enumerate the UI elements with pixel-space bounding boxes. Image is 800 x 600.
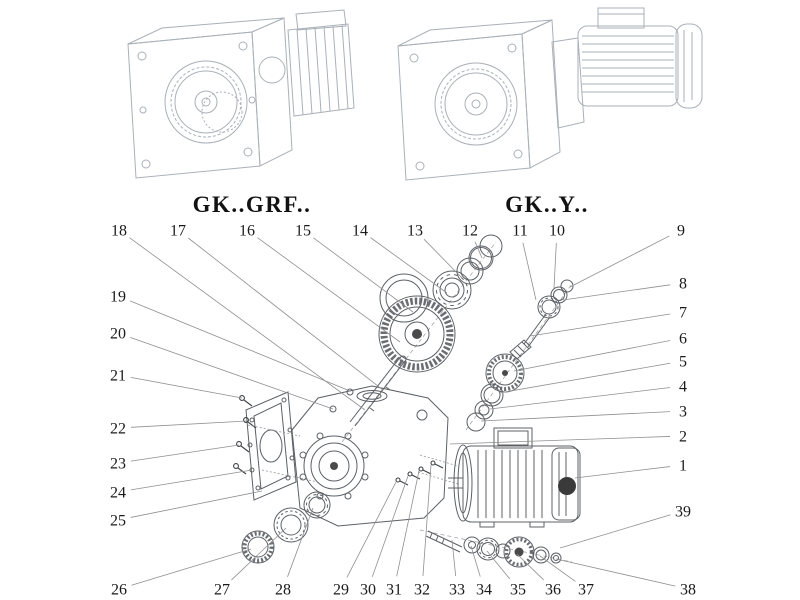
part-number-10: 10 (549, 223, 565, 240)
leader-line-8 (562, 284, 671, 301)
part-number-15: 15 (295, 223, 311, 240)
bevel-pinion-stack (509, 279, 574, 360)
leader-line-26 (131, 548, 252, 586)
part-number-36: 36 (545, 582, 561, 599)
part-number-2: 2 (679, 429, 687, 446)
gear-housing (291, 385, 449, 527)
leader-line-34 (470, 545, 481, 577)
part-number-23: 23 (110, 456, 126, 473)
part-number-4: 4 (679, 379, 687, 396)
variant-label-right: GK..Y.. (505, 192, 589, 217)
part-number-7: 7 (679, 305, 687, 322)
part-number-37: 37 (578, 582, 594, 599)
part-number-6: 6 (679, 331, 687, 348)
part-number-17: 17 (170, 223, 186, 240)
variant-label-left: GK..GRF.. (193, 192, 312, 217)
leader-line-9 (569, 235, 670, 288)
leader-line-14 (370, 237, 448, 294)
part-number-11: 11 (512, 223, 527, 240)
leader-lines (129, 235, 676, 587)
leader-line-28 (287, 507, 314, 577)
part-number-1: 1 (679, 458, 687, 475)
assembled-unit-gky-drawing (397, 7, 703, 181)
part-number-9: 9 (677, 223, 685, 240)
leader-line-7 (529, 313, 671, 337)
leader-line-35 (486, 550, 511, 580)
leader-line-13 (423, 239, 463, 279)
part-number-20: 20 (110, 326, 126, 343)
part-number-18: 18 (111, 223, 127, 240)
part-number-8: 8 (679, 276, 687, 293)
leader-line-24 (130, 469, 253, 491)
leader-line-10 (553, 242, 557, 289)
leader-line-15 (313, 237, 414, 313)
assembly-axis-lines (341, 241, 573, 563)
leader-line-38 (555, 558, 676, 587)
part-number-25: 25 (110, 513, 126, 530)
intermediate-gear-stack (466, 353, 525, 432)
leader-line-19 (129, 300, 351, 392)
leader-line-22 (130, 420, 248, 428)
part-number-31: 31 (386, 582, 402, 599)
mounting-bolts (395, 454, 459, 486)
leader-line-31 (396, 470, 420, 577)
output-gear-stack (378, 234, 503, 373)
leader-line-29 (346, 481, 397, 578)
leader-line-30 (371, 475, 409, 577)
flange-plate (245, 391, 297, 501)
part-number-3: 3 (679, 404, 687, 421)
leader-line-16 (257, 237, 401, 343)
leader-line-17 (188, 237, 384, 391)
part-number-22: 22 (110, 421, 126, 438)
part-number-39: 39 (675, 504, 691, 521)
leader-line-27 (231, 527, 287, 581)
leader-line-18 (129, 237, 366, 411)
leader-line-36 (516, 553, 544, 581)
motor (448, 427, 581, 528)
leader-line-21 (130, 376, 243, 399)
part-number-12: 12 (462, 223, 478, 240)
part-number-32: 32 (414, 582, 430, 599)
leader-line-12 (474, 241, 483, 259)
part-number-33: 33 (449, 582, 465, 599)
part-number-13: 13 (407, 223, 423, 240)
output-shaft-parts (425, 530, 562, 568)
part-number-14: 14 (352, 223, 368, 240)
leader-line-1 (574, 466, 671, 479)
part-number-34: 34 (476, 582, 492, 599)
leader-line-2 (449, 436, 671, 445)
part-number-26: 26 (111, 582, 127, 599)
leader-line-37 (539, 555, 576, 582)
part-number-16: 16 (239, 223, 255, 240)
shim-rings (241, 491, 331, 564)
leader-line-4 (489, 387, 671, 410)
part-number-35: 35 (510, 582, 526, 599)
part-number-30: 30 (360, 582, 376, 599)
part-number-24: 24 (110, 485, 126, 502)
part-number-27: 27 (214, 582, 230, 599)
flange-screws (233, 395, 319, 483)
leader-line-32 (422, 464, 432, 577)
exploded-view (233, 234, 581, 568)
leader-line-11 (522, 242, 537, 301)
assembled-unit-gkgrf-drawing (127, 9, 355, 179)
part-number-28: 28 (275, 582, 291, 599)
leader-line-25 (130, 490, 263, 518)
part-number-19: 19 (110, 289, 126, 306)
leader-line-23 (130, 444, 240, 462)
part-number-21: 21 (110, 368, 126, 385)
part-number-5: 5 (679, 354, 687, 371)
part-number-29: 29 (333, 582, 349, 599)
leader-line-3 (480, 411, 671, 422)
leader-line-20 (130, 336, 334, 410)
leader-line-39 (559, 514, 671, 549)
leader-line-33 (451, 539, 457, 577)
part-number-38: 38 (680, 582, 696, 599)
leader-line-6 (513, 340, 671, 372)
leader-line-5 (498, 362, 671, 394)
